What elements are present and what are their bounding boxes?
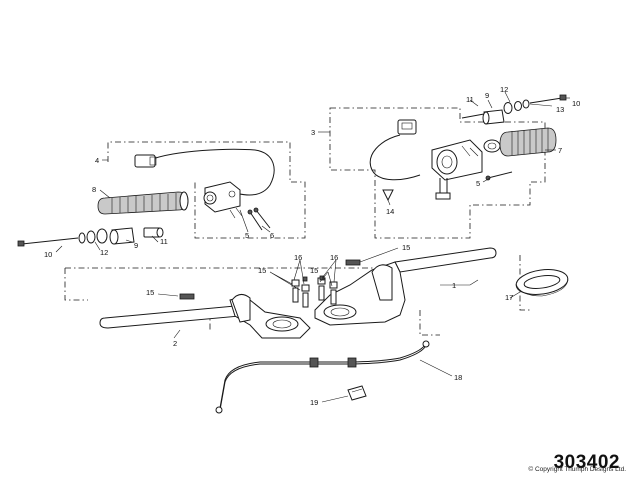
callout-17: 17 (505, 293, 513, 302)
right-throttle-grip (483, 127, 557, 157)
callout-4: 4 (95, 156, 99, 165)
throttle-cable (215, 340, 430, 414)
callout-9-left: 9 (134, 241, 138, 250)
callout-16-right: 16 (330, 253, 338, 262)
right-handlebar (314, 247, 497, 326)
callout-10-right: 10 (572, 99, 580, 108)
right-switch-group-box (329, 107, 546, 239)
callout-11-left: 11 (160, 237, 168, 246)
callout-18: 18 (454, 373, 462, 382)
callout-13: 13 (556, 105, 564, 114)
callout-19: 19 (310, 398, 318, 407)
copyright-notice: © Copyright Triumph Designs Ltd. (528, 466, 626, 473)
left-switch-wiring (149, 148, 275, 196)
callout-15-center: 15 (310, 266, 318, 275)
handlebar-group-box (64, 255, 530, 311)
right-bar-end-assembly (461, 94, 567, 125)
right-switch-cube (369, 119, 513, 202)
callout-8: 8 (92, 185, 96, 194)
left-bar-tube (99, 305, 241, 329)
left-bar-end-assembly (17, 227, 164, 247)
left-switch-screws (249, 209, 271, 231)
callout-12-right: 12 (500, 85, 508, 94)
callout-14: 14 (386, 207, 394, 216)
left-handlebar (99, 294, 311, 339)
callout-11-right: 11 (466, 95, 474, 104)
callout-labels: 1 2 3 4 5 6 5 7 8 9 9 10 10 11 11 12 12 … (44, 85, 580, 407)
left-switch-cube (134, 148, 275, 231)
figure-number: 303402 (553, 452, 620, 473)
left-grip (97, 191, 189, 215)
right-switch-wiring (369, 134, 421, 181)
callout-9-right: 9 (485, 91, 489, 100)
leader-lines (55, 91, 570, 403)
left-switch-group-box (107, 141, 306, 239)
callout-10-left: 10 (44, 250, 52, 259)
cable-clip (347, 385, 367, 401)
callout-5-left: 5 (245, 231, 249, 240)
right-grip-rubber (499, 127, 557, 157)
left-switch-housing (204, 181, 241, 213)
right-connector-block (397, 119, 417, 135)
callout-15-mid: 15 (258, 266, 266, 275)
callout-7: 7 (558, 146, 562, 155)
right-bar-tube (394, 247, 497, 273)
callout-3: 3 (311, 128, 315, 137)
callout-15-left: 15 (146, 288, 154, 297)
callout-16-left: 16 (294, 253, 302, 262)
callout-1: 1 (452, 281, 456, 290)
clamp-bolts (179, 259, 361, 308)
callout-2: 2 (173, 339, 177, 348)
callout-5-right: 5 (476, 179, 480, 188)
left-grip-rubber (97, 191, 189, 215)
callout-15-right: 15 (402, 243, 410, 252)
right-switch-screw (487, 171, 513, 179)
callout-12-left: 12 (100, 248, 108, 257)
grip-ring (515, 269, 569, 297)
callout-6: 6 (270, 231, 274, 240)
